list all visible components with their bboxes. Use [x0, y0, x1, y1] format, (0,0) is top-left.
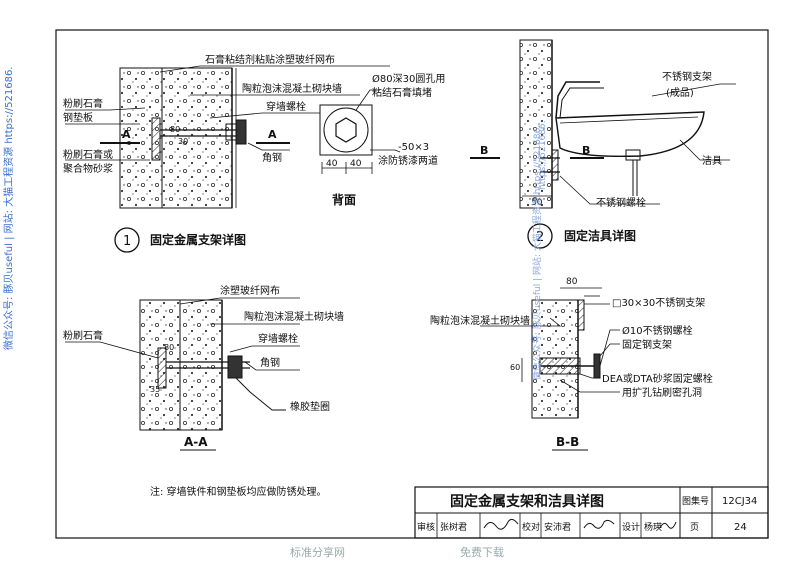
label-ss-bracket-1: 不锈钢支架 [662, 70, 712, 83]
detail-2-circle [527, 223, 553, 249]
label-fixture: 洁具 [702, 154, 722, 167]
watermark-left-vertical: 微信公众号: 豚贝useful | 网站: 大猫工程资源 https://521… [2, 66, 15, 350]
bb-label-fixed-bracket: 固定钢支架 [622, 338, 672, 351]
back-view-plate [319, 104, 373, 156]
title-main: 固定金属支架和洁具详图 [450, 493, 604, 510]
aa-angle-steel [227, 355, 243, 379]
section-aa-title: A-A [184, 435, 208, 449]
aa-steel-pad [157, 347, 167, 389]
angle-steel [235, 119, 247, 145]
bolt-hex-icon [335, 117, 357, 143]
review-signature [483, 518, 519, 530]
detail-1-circle [114, 227, 140, 253]
section-mark-a-left: A [122, 128, 131, 141]
label-hole-note-2: 粘结石膏填堵 [372, 86, 432, 99]
detail-2-group: B B 50 不锈钢支架 (成品) 洁具 不锈钢螺栓 2 固定洁具详图 [470, 39, 736, 249]
aa-label-mesh: 涂塑玻纤网布 [220, 284, 280, 297]
detail-1-group: A A 80 30 石膏粘结剂粘贴涂塑玻纤网布 陶粒泡沫混凝土砌块墙 穿墙螺栓 … [63, 53, 445, 253]
detail-2-title: 固定洁具详图 [564, 228, 636, 243]
aa-label-rubber-pad: 橡胶垫圈 [290, 400, 330, 413]
atlas-label: 图集号 [682, 495, 709, 507]
label-plaster-or-mortar-2: 聚合物砂浆 [63, 162, 113, 175]
note-text: 注: 穿墙铁件和钢垫板均应做防锈处理。 [150, 485, 327, 498]
label-ss-bolt: 不锈钢螺栓 [596, 196, 646, 209]
label-gypsum-mesh: 石膏粘结剂粘贴涂塑玻纤网布 [205, 53, 335, 66]
aa-label-through-bolt: 穿墙螺栓 [258, 332, 298, 345]
design-label: 设计 [622, 521, 640, 533]
bb-label-ceramsite-wall: 陶粒泡沫混凝土砌块墙 [430, 314, 530, 327]
design-name: 杨瑛 [644, 521, 662, 533]
aa-label-ceramsite-wall: 陶粒泡沫混凝土砌块墙 [244, 310, 344, 323]
review-name: 张树君 [440, 521, 467, 533]
page-no: 24 [734, 522, 747, 533]
title-block: 固定金属支架和洁具详图 图集号 12CJ34 审核 张树君 校对 安沛君 设计 … [414, 486, 769, 539]
section-mark-b-left: B [480, 144, 488, 157]
section-mark-b-right: B [582, 144, 590, 157]
aa-label-angle-steel: 角钢 [260, 356, 280, 369]
section-mark-a-right: A [268, 128, 277, 141]
review-label: 审核 [417, 521, 435, 533]
page-label: 页 [690, 522, 699, 533]
label-steel-pad: 钢垫板 [63, 111, 93, 124]
watermark-mid-vertical-2: 微信公众号: 豚贝useful | 网站: 大猫工程资源 https://521… [531, 125, 543, 380]
watermark-mid-vertical-1: https://521686. [538, 121, 548, 190]
detail-1-number: 1 [123, 234, 131, 249]
section-bb-title: B-B [556, 435, 579, 449]
label-plate: -50×3 [398, 142, 429, 153]
section-aa-group: 80 35 涂塑玻纤网布 陶粒泡沫混凝土砌块墙 穿墙螺栓 角钢 粉刷石膏 橡胶垫… [63, 284, 344, 451]
bb-label-ss-bolt-10: Ø10不锈钢螺栓 [622, 324, 693, 337]
dim-30: 30 [178, 137, 188, 146]
ss-bracket [555, 81, 600, 119]
detail-2-number: 2 [536, 230, 544, 245]
label-plaster: 粉刷石膏 [63, 97, 103, 110]
dim-40a: 40 [326, 159, 338, 169]
bb-label-ss-angle: □30×30不锈钢支架 [612, 296, 705, 309]
atlas-no: 12CJ34 [722, 496, 757, 507]
dim-40b: 40 [350, 159, 362, 169]
sheet-frame [55, 29, 769, 539]
steel-pad [151, 117, 161, 161]
label-angle-steel: 角钢 [262, 151, 282, 164]
aa-dim-80: 80 [164, 343, 174, 352]
watermark-bottom-left: 标准分享网 [290, 545, 345, 559]
aa-label-plaster: 粉刷石膏 [63, 329, 103, 342]
check-signature [583, 519, 615, 529]
bb-label-dea-bolt: DEA或DTA砂浆固定螺栓 [602, 372, 713, 385]
label-hole-note-1: Ø80深30圆孔用 [372, 73, 445, 85]
label-plaster-or-mortar-1: 粉刷石膏或 [63, 148, 113, 161]
back-view-title: 背面 [332, 192, 356, 207]
aa-dim-35: 35 [150, 385, 160, 394]
label-ss-bracket-2: (成品) [666, 87, 694, 99]
dim-80: 80 [170, 125, 180, 134]
watermark-bottom-right: 免费下载 [460, 545, 504, 559]
label-ceramsite-wall: 陶粒泡沫混凝土砌块墙 [242, 82, 342, 95]
label-through-bolt: 穿墙螺栓 [266, 100, 306, 113]
label-antirust: 涂防锈漆两道 [378, 154, 438, 167]
detail-1-title: 固定金属支架详图 [150, 232, 246, 247]
bb-dim-80: 80 [566, 277, 578, 287]
dim-50: 50 [531, 198, 543, 208]
bb-dim-60: 60 [510, 363, 520, 372]
design-signature [659, 521, 677, 529]
section-bb-group: 80 60 □30×30不锈钢支架 陶粒泡沫混凝土砌块墙 Ø10不锈钢螺栓 固定… [430, 277, 713, 451]
check-label: 校对 [522, 521, 540, 533]
bb-label-drill-note: 用扩孔钻刷密孔洞 [622, 386, 702, 399]
check-name: 安沛君 [544, 521, 571, 533]
